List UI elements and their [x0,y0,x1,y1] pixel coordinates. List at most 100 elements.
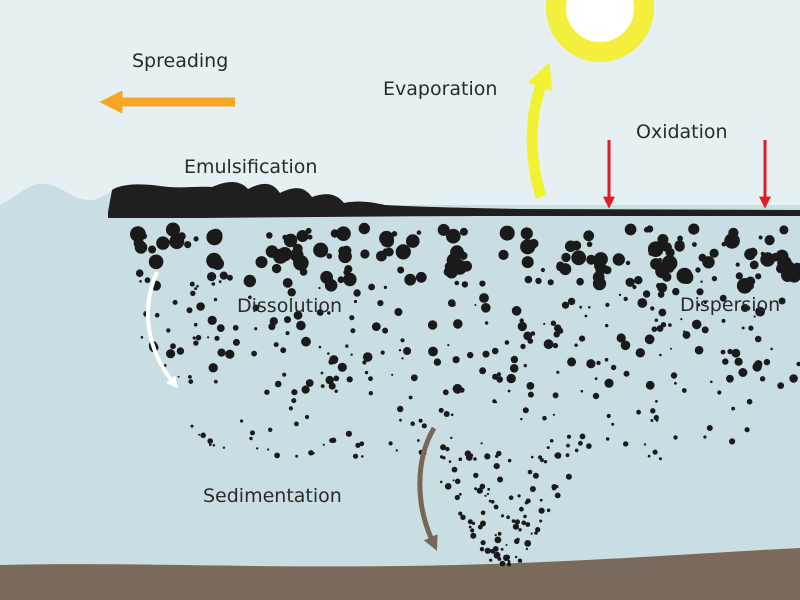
oil-droplet [655,418,659,422]
oil-droplet [361,455,364,458]
oil-droplet [758,235,763,240]
oil-droplet [476,487,483,494]
oil-droplet [574,448,579,453]
oil-droplet [459,387,465,393]
oil-droplet [267,448,270,451]
oil-droplet [474,487,478,491]
oil-droplet [301,385,310,394]
oil-droplet [350,328,356,334]
oil-droplet [336,226,351,241]
oil-droplet [216,324,225,332]
oil-droplet [333,375,340,382]
oil-droplet [527,338,534,344]
oil-droplet [218,280,222,283]
oil-droplet [571,250,587,266]
oil-droplet [698,253,707,262]
oil-droplet [524,275,533,284]
oil-droplet [490,499,495,504]
oil-droplet [194,287,198,291]
oil-droplet [448,231,459,242]
oil-droplet [612,253,625,266]
oil-droplet [526,382,535,390]
oil-droplet [668,323,672,327]
oil-droplet [400,338,405,343]
oil-droplet [459,227,468,236]
oil-droplet [140,232,147,240]
oil-droplet [345,430,352,437]
oil-droplet [265,245,279,258]
oil-droplet [190,424,194,428]
oil-droplet [759,376,766,382]
oil-droplet [427,320,438,330]
oil-droplet [505,544,508,546]
oil-droplet [746,398,753,405]
oil-droplet [454,280,460,286]
oil-droplet [692,242,697,247]
oil-droplet [508,495,514,501]
oil-droplet [273,342,279,348]
oil-droplet [188,379,194,384]
oil-droplet [726,374,734,383]
oil-droplet [186,307,193,314]
oil-droplet [734,357,743,366]
oil-droplet [327,311,331,315]
oil-droplet [741,326,745,330]
oil-droplet [296,230,309,242]
oil-droplet [214,335,220,341]
oil-droplet [415,271,427,283]
oil-droplet [500,514,505,518]
oil-droplet [497,531,502,536]
oil-droplet [625,277,635,287]
oil-droplet [724,233,740,249]
oil-droplet [327,352,330,355]
oil-droplet [525,522,531,527]
oil-droplet [282,278,293,288]
oil-droplet [610,364,617,371]
evaporation-label: Evaporation [383,78,498,100]
oil-droplet [555,484,559,489]
oil-droplet [588,306,591,309]
oil-droplet [662,272,672,282]
oil-droplet [484,321,489,325]
oil-droplet [682,331,691,339]
oil-droplet [507,560,511,563]
oil-droplet [148,245,157,254]
oil-droplet [293,255,309,271]
oil-droplet [586,443,592,449]
oil-droplet [650,408,656,414]
oil-droplet [778,297,786,305]
oil-droplet [681,388,687,393]
oil-droplet [711,275,718,282]
oil-droplet [211,257,224,271]
oil-droplet [578,440,583,446]
oil-droplet [517,321,527,332]
oil-droplet [391,373,394,376]
oil-droplet [647,241,664,257]
oil-droplet [184,241,192,249]
oil-droplet [507,458,512,463]
oil-droplet [789,374,798,383]
oil-droplet [618,293,622,297]
oil-droplet [470,528,475,533]
oil-droplet [440,444,447,451]
oil-droplet [579,335,586,342]
oil-droplet [172,299,178,305]
oil-droplet [232,324,239,331]
oil-droplet [722,358,729,365]
oil-droplet [410,421,416,427]
oil-droplet [295,454,298,458]
oil-droplet [480,510,486,516]
oil-droplet [287,288,296,297]
oil-droplet [493,504,499,510]
oil-droplet [401,357,404,360]
oil-droplet [382,327,389,334]
oil-droplet [311,451,315,455]
oil-droplet [316,309,324,316]
oil-droplet [417,439,420,442]
dispersion-label: Dispersion [680,294,781,316]
oil-droplet [680,270,694,284]
oil-droplet [195,334,202,341]
oil-droplet [506,373,516,384]
oil-droplet [735,272,743,280]
oil-droplet [546,446,550,450]
